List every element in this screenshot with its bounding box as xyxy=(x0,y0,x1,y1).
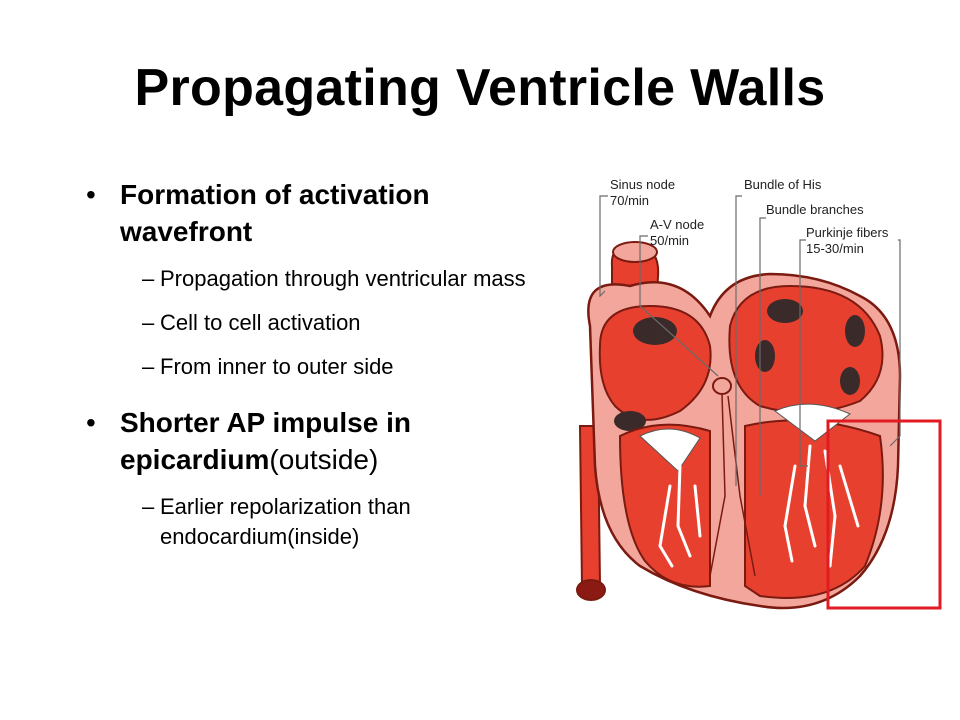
bullet-bold-text: Shorter AP impulse in epicardium xyxy=(120,407,411,475)
epicardium-highlight-box xyxy=(826,419,942,610)
sub-bullet-item: – From inner to outer side xyxy=(78,352,548,382)
av-node xyxy=(712,377,732,395)
atrium-hole xyxy=(840,367,860,395)
label-purkinje-rate: 15-30/min xyxy=(806,241,864,256)
atrium-hole xyxy=(767,299,803,323)
dash-glyph: – xyxy=(142,494,155,519)
slide-title: Propagating Ventricle Walls xyxy=(134,59,826,117)
sub-bullet-text: Earlier repolarization than endocardium(… xyxy=(160,494,411,549)
valve-leaflet xyxy=(774,403,851,442)
leader-lines xyxy=(599,195,901,496)
bullet-item: • Shorter AP impulse in epicardium(outsi… xyxy=(78,404,548,478)
sub-bullet-text: Propagation through ventricular mass xyxy=(160,266,526,291)
label-av-rate: 50/min xyxy=(650,233,689,248)
label-purkinje: Purkinje fibers xyxy=(806,225,889,240)
atrium-hole xyxy=(633,317,677,345)
bullet-item: • Formation of activation wavefront xyxy=(78,176,548,250)
sub-bullet-text: From inner to outer side xyxy=(160,354,394,379)
atrium-hole xyxy=(755,340,775,372)
bullet-bold-text: Formation of activation wavefront xyxy=(120,179,430,247)
sub-bullet-item: – Propagation through ventricular mass xyxy=(78,264,548,294)
aorta-opening xyxy=(612,241,658,263)
sub-bullet-item: – Cell to cell activation xyxy=(78,308,548,338)
label-bundle-branches: Bundle branches xyxy=(766,202,864,217)
heart-conduction-diagram: Sinus node 70/min A-V node 50/min Bundle… xyxy=(576,177,942,610)
bullet-rest-text: (outside) xyxy=(269,444,379,475)
vena-cava-opening xyxy=(576,579,606,601)
sub-bullet-text: Cell to cell activation xyxy=(160,310,361,335)
atrium-hole xyxy=(614,411,646,431)
label-sinus-rate: 70/min xyxy=(610,193,649,208)
dash-glyph: – xyxy=(142,310,155,335)
label-bundle-his: Bundle of His xyxy=(744,177,822,192)
bullet-list: • Formation of activation wavefront – Pr… xyxy=(78,176,548,552)
label-sinus-node: Sinus node xyxy=(610,177,675,192)
dash-glyph: – xyxy=(142,354,155,379)
sub-bullet-item: – Earlier repolarization than endocardiu… xyxy=(78,492,548,552)
right-atrium xyxy=(598,304,712,421)
bullet-dot: • xyxy=(86,407,96,438)
atrium-hole xyxy=(845,315,865,347)
bullet-dot: • xyxy=(86,179,96,210)
valve-leaflet xyxy=(639,428,701,472)
bundle-branches xyxy=(709,393,756,577)
label-av-node: A-V node xyxy=(650,217,704,232)
dash-glyph: – xyxy=(142,266,155,291)
